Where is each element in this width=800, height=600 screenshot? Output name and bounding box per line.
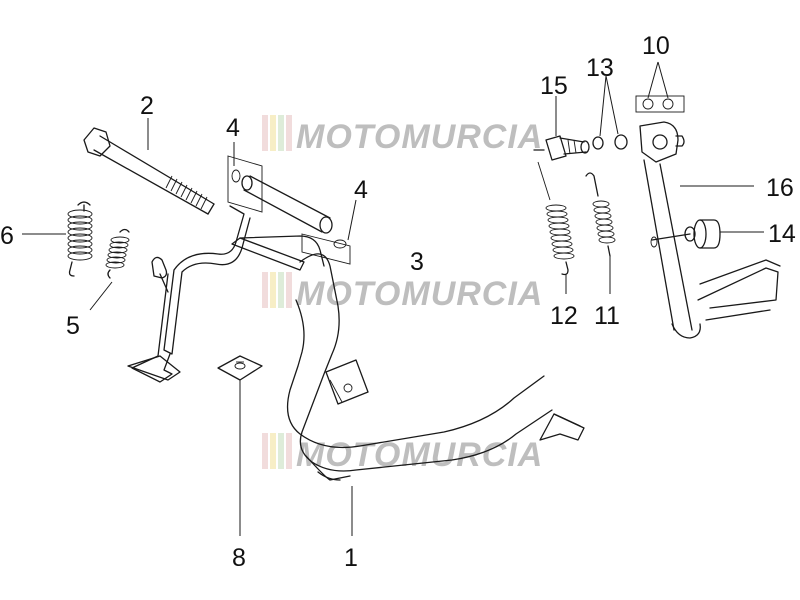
callout-11: 11 — [594, 302, 620, 330]
part-plate-nut — [217, 355, 263, 381]
callout-14: 14 — [768, 220, 796, 248]
part-spring-small — [105, 228, 130, 279]
watermark-text: MOTOMURCIA — [296, 118, 543, 156]
part-side-stand — [639, 121, 781, 339]
callout-12: 12 — [550, 302, 578, 330]
callout-8: 8 — [232, 544, 246, 572]
callout-4-left: 4 — [226, 114, 240, 142]
callout-6: 6 — [0, 222, 14, 250]
part-clip — [151, 256, 169, 293]
leader-lines — [22, 61, 764, 536]
part-main-stand — [127, 205, 585, 481]
watermark-top: MOTOMURCIA — [262, 115, 543, 156]
callout-10: 10 — [642, 32, 670, 60]
part-pivot-bolt — [533, 135, 590, 161]
watermark-middle: MOTOMURCIA — [262, 272, 543, 313]
callout-16: 16 — [766, 174, 794, 202]
part-pin-sleeve — [227, 155, 351, 265]
callout-1: 1 — [344, 544, 358, 572]
callout-3: 3 — [410, 248, 424, 276]
part-spring-short — [585, 172, 616, 257]
watermark-text: MOTOMURCIA — [296, 436, 543, 474]
part-bolt — [83, 127, 215, 215]
part-washers — [592, 134, 628, 150]
callout-5: 5 — [66, 312, 80, 340]
watermark-text: MOTOMURCIA — [296, 275, 543, 313]
part-washer-pair — [635, 95, 685, 113]
part-spring-long — [537, 161, 575, 276]
callout-2: 2 — [140, 92, 154, 120]
callout-labels: 2 4 4 3 6 5 8 1 15 13 10 12 11 16 14 — [0, 32, 796, 572]
part-spring-large — [67, 201, 93, 277]
part-bushing — [650, 219, 721, 249]
watermark-bottom: MOTOMURCIA — [262, 433, 543, 474]
callout-15: 15 — [540, 72, 568, 100]
callout-13: 13 — [586, 54, 614, 82]
callout-4-right: 4 — [354, 176, 368, 204]
